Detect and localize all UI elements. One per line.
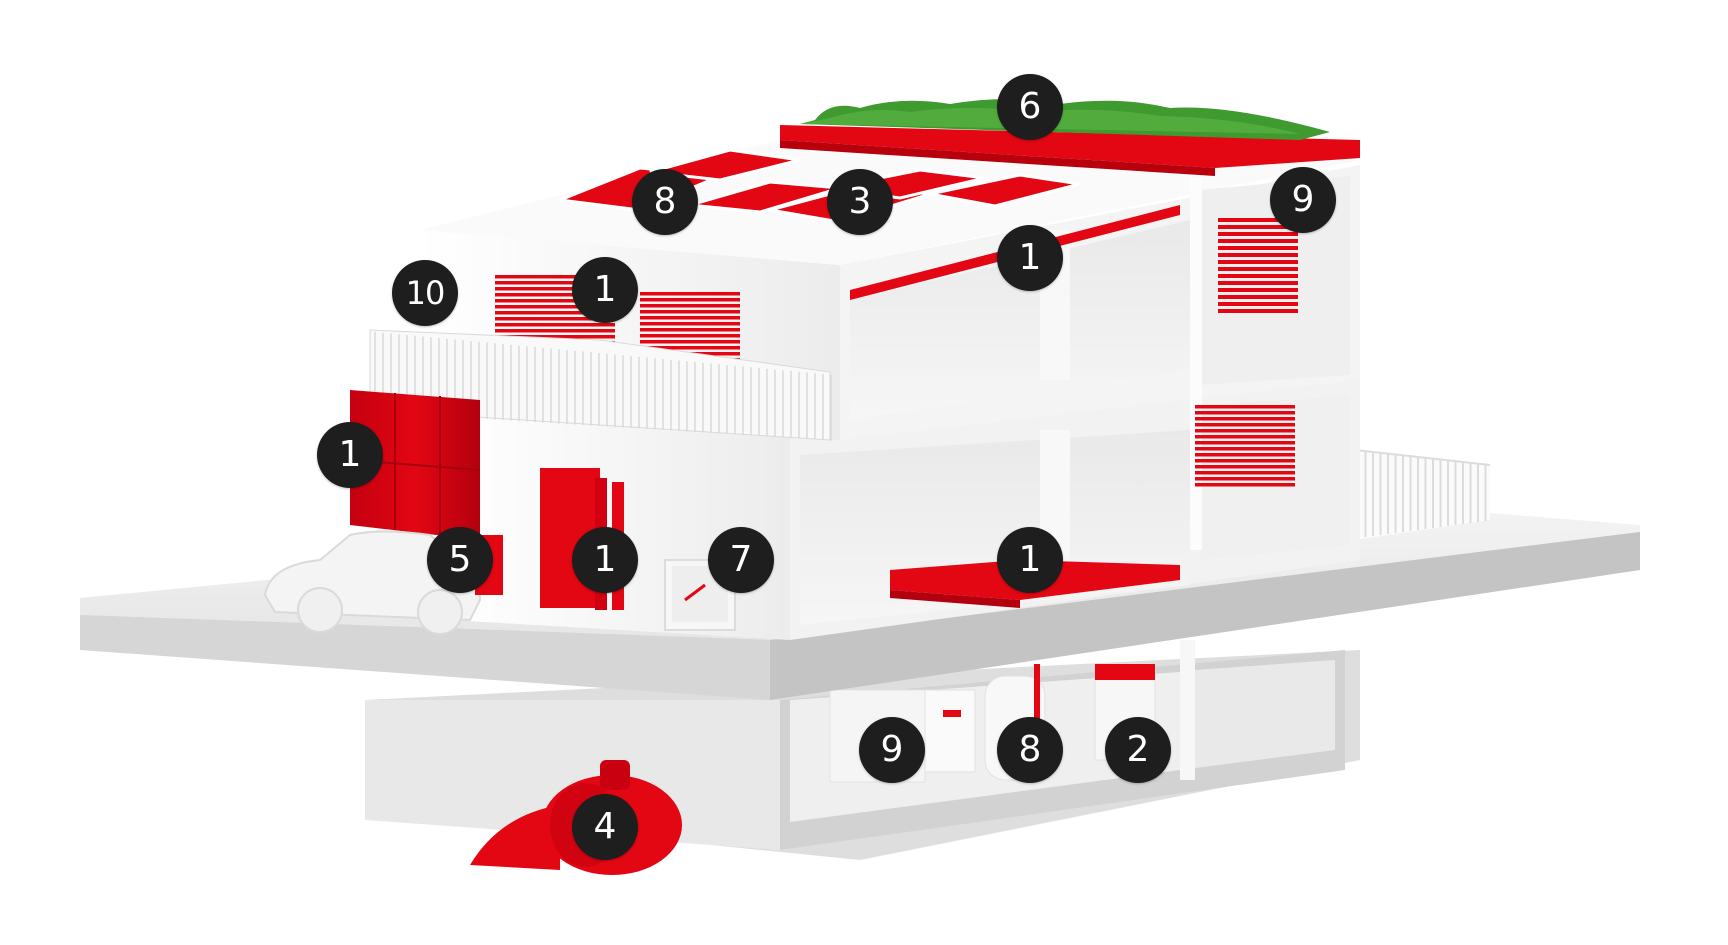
- louvre-slat: [640, 292, 740, 296]
- louvre-slat: [1218, 253, 1298, 257]
- green-roof: [780, 99, 1360, 176]
- marker-balcony[interactable]: 10: [392, 260, 458, 326]
- marker-ventilation-basement[interactable]: 9: [859, 717, 925, 783]
- marker-photovoltaic[interactable]: 3: [827, 169, 893, 235]
- marker-entrance-door[interactable]: 1: [572, 527, 638, 593]
- facade-panels-left: [349, 390, 481, 540]
- marker-tank[interactable]: 4: [572, 794, 638, 860]
- marker-heat-generator[interactable]: 2: [1105, 717, 1171, 783]
- louvre-slat: [1218, 232, 1298, 236]
- louvre-slat: [495, 299, 615, 303]
- marker-ceiling-element[interactable]: 1: [997, 225, 1063, 291]
- louvre-slat: [640, 316, 740, 320]
- louvre-slat: [1218, 295, 1298, 299]
- louvre-slat: [1218, 288, 1298, 292]
- louvre-slat: [640, 322, 740, 326]
- louvre-slat: [640, 304, 740, 308]
- louvre-slat: [1218, 302, 1298, 306]
- louvre-slat: [495, 329, 615, 333]
- louvre-slat: [495, 281, 615, 285]
- louvre-slat: [495, 275, 615, 279]
- louvre-slat: [495, 287, 615, 291]
- louvre-slat: [640, 340, 740, 344]
- louvre-slat: [640, 334, 740, 338]
- facade-louvres-right: [1195, 218, 1298, 487]
- marker-floor-heating[interactable]: 1: [997, 527, 1063, 593]
- marker-green-roof[interactable]: 6: [997, 74, 1063, 140]
- louvre-slat: [495, 311, 615, 315]
- louvre-slat: [640, 310, 740, 314]
- marker-solar-thermal[interactable]: 8: [632, 169, 698, 235]
- louvre-slat: [1195, 441, 1295, 445]
- louvre-slat: [1218, 267, 1298, 271]
- louvre-slat: [1195, 477, 1295, 481]
- louvre-slat: [1195, 429, 1295, 433]
- louvre-slat: [1195, 465, 1295, 469]
- louvre-slat: [1195, 405, 1295, 409]
- marker-facade-panels[interactable]: 1: [317, 422, 383, 488]
- louvre-slat: [1195, 483, 1295, 487]
- louvre-slat: [1195, 447, 1295, 451]
- louvre-slat: [1218, 246, 1298, 250]
- louvre-slat: [1195, 459, 1295, 463]
- louvre-slat: [495, 323, 615, 327]
- louvre-slat: [1195, 471, 1295, 475]
- louvre-slat: [640, 328, 740, 332]
- louvre-slat: [1218, 239, 1298, 243]
- marker-heat-pump[interactable]: 7: [708, 527, 774, 593]
- louvre-slat: [1195, 417, 1295, 421]
- louvre-slat: [1218, 260, 1298, 264]
- louvre-slat: [495, 305, 615, 309]
- louvre-slat: [1195, 411, 1295, 415]
- louvre-slat: [1195, 453, 1295, 457]
- louvre-slat: [495, 317, 615, 321]
- louvre-slat: [1195, 423, 1295, 427]
- louvre-slat: [495, 293, 615, 297]
- louvre-slat: [640, 346, 740, 350]
- marker-ventilation-upper[interactable]: 9: [1270, 167, 1336, 233]
- louvre-slat: [1218, 281, 1298, 285]
- marker-ev-charging[interactable]: 5: [427, 527, 493, 593]
- louvre-slat: [495, 335, 615, 339]
- louvre-slat: [1195, 435, 1295, 439]
- louvre-slat: [1218, 225, 1298, 229]
- marker-hot-water-storage[interactable]: 8: [997, 717, 1063, 783]
- louvre-slat: [640, 298, 740, 302]
- louvre-slat: [1218, 309, 1298, 313]
- balcony-railing: [369, 329, 832, 441]
- louvre-slat: [1218, 274, 1298, 278]
- right-terrace-railing: [1354, 449, 1491, 540]
- marker-sun-shading[interactable]: 1: [572, 257, 638, 323]
- louvre-slat: [1218, 218, 1298, 222]
